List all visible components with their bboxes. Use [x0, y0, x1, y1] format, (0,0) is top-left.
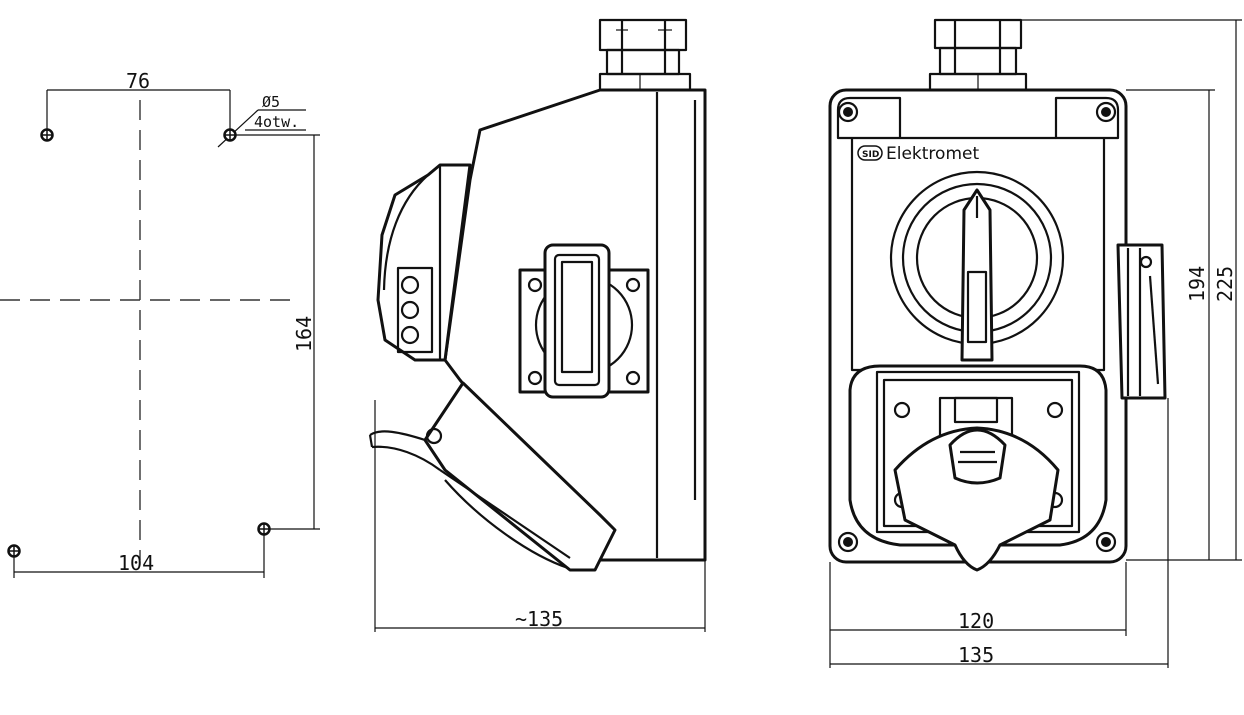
front-view: SID Elektromet [828, 18, 1242, 668]
corner-screw [1095, 531, 1117, 553]
hole-diameter-label: Ø5 [262, 93, 280, 111]
mounting-hole [257, 522, 271, 536]
dim-inner-width: 120 [958, 609, 994, 633]
dim-inner-height: 194 [1185, 266, 1209, 302]
bottom-plug-side [423, 381, 617, 572]
dim-height: 164 [292, 316, 316, 352]
corner-screw [1095, 101, 1117, 123]
rotary-switch [889, 170, 1065, 362]
cable-gland [598, 18, 692, 92]
dim-total-height: 225 [1213, 266, 1237, 302]
hole-count-label: 4otw. [254, 113, 299, 131]
side-socket [518, 243, 650, 399]
cable-gland [928, 18, 1028, 92]
socket-cover [893, 426, 1060, 572]
dim-bottom-width: 104 [118, 551, 154, 575]
mounting-hole [40, 128, 54, 142]
dim-depth: ~135 [515, 607, 563, 631]
corner-screw [837, 531, 859, 553]
dim-total-width: 135 [958, 643, 994, 667]
corner-screw [837, 101, 859, 123]
brand-logo-badge [857, 145, 883, 161]
mounting-hole [223, 128, 237, 142]
mounting-hole [7, 544, 21, 558]
brand-logo: SID [862, 150, 879, 160]
dim-top-width: 76 [126, 69, 150, 93]
side-latch [1116, 243, 1167, 400]
side-view: ~135 [368, 18, 707, 632]
brand-name: Elektromet [886, 144, 979, 164]
drilling-template: 76 Ø5 4otw. 164 [0, 69, 320, 578]
